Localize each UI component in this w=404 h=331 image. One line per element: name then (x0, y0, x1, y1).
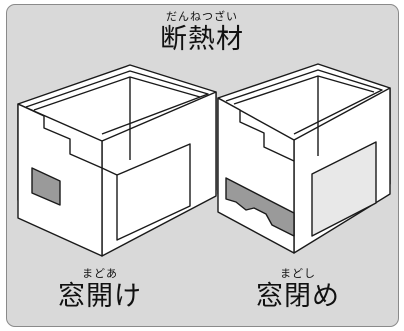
closed-box-label: 窓閉め (256, 281, 340, 312)
closed-box-reading: まどし (280, 267, 316, 280)
title-label: 断熱材 (160, 24, 244, 55)
closed-box-base-shadow (225, 177, 295, 237)
open-box-reading: まどあ (82, 267, 118, 280)
title-reading: だんねつざい (166, 10, 238, 23)
closed-box (217, 63, 391, 254)
closed-box-window (311, 141, 377, 237)
open-box-front-wall (17, 103, 103, 257)
closed-box-notch (217, 97, 295, 162)
closed-box-rim (225, 69, 383, 135)
open-box-window (116, 143, 191, 241)
open-box-rim (25, 70, 209, 135)
open-box-label: 窓開け (58, 281, 142, 312)
open-box (17, 64, 217, 257)
open-box-window-edge (101, 167, 118, 176)
open-box-notch (17, 103, 103, 169)
open-box-base-shadow (31, 167, 61, 206)
